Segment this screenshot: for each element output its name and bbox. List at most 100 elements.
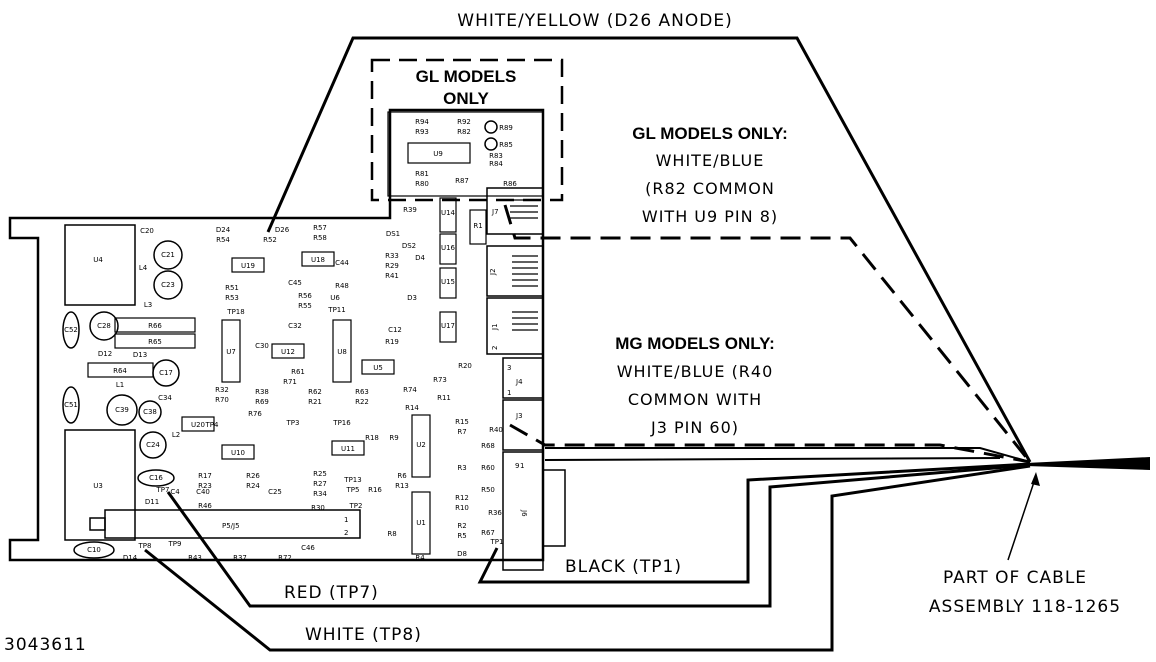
mg-note-line1: WHITE/BLUE (R40: [617, 362, 774, 381]
component-label-r25: R25: [313, 470, 327, 478]
component-label-r29: R29: [385, 262, 399, 270]
component-label-r63: R63: [355, 388, 369, 396]
component-label-r73: R73: [433, 376, 447, 384]
trimpot-r89: [484, 120, 498, 134]
component-label-tp3: TP3: [286, 419, 300, 427]
component-label-u18: U18: [311, 256, 325, 264]
component-label-r62: R62: [308, 388, 322, 396]
component-label-r43: R43: [188, 554, 202, 562]
component-label-r51: R51: [225, 284, 239, 292]
chip-u4: [64, 224, 136, 306]
component-label-tp13: TP13: [343, 476, 361, 484]
wire-white-yellow: [266, 36, 1032, 463]
component-label-r46: R46: [198, 502, 212, 510]
component-label-d24: D24: [216, 226, 231, 234]
component-label-r14: R14: [405, 404, 419, 412]
component-label-c40: C40: [196, 488, 210, 496]
component-label-r11: R11: [437, 394, 451, 402]
component-label-r23: R23: [198, 482, 212, 490]
component-label-r83: R83: [489, 152, 503, 160]
j4-label: J4: [515, 378, 523, 386]
component-label-r7: R7: [457, 428, 466, 436]
component-label-tp9: TP9: [168, 540, 182, 548]
wire-mg-white-blue: [509, 423, 1031, 464]
j4-pin3-label: 3: [507, 364, 511, 372]
j3-label: J3: [515, 412, 523, 420]
j1-label: J1: [491, 323, 499, 331]
component-label-c17: C17: [159, 369, 173, 377]
chip-u16: [439, 233, 457, 265]
component-label-l4: L4: [139, 264, 148, 272]
component-label-u7: U7: [226, 348, 236, 356]
wire-white-tp8: [144, 464, 1031, 652]
chip-u14: [439, 197, 457, 233]
chip-u8: [332, 319, 352, 383]
component-label-r15: R15: [455, 418, 469, 426]
wire-label-black: BLACK (TP1): [565, 557, 682, 577]
chip-u10: [221, 444, 255, 460]
component-label-r52: R52: [263, 236, 277, 244]
resistor-r1: [469, 209, 487, 245]
component-label-d14: D14: [123, 554, 138, 562]
component-label-tp1: TP1: [490, 538, 504, 546]
component-label-c44: C44: [335, 259, 349, 267]
mg-note-line2: COMMON WITH: [628, 390, 762, 409]
component-label-r26: R26: [246, 472, 260, 480]
component-label-c45: C45: [288, 279, 302, 287]
component-label-r40: R40: [489, 426, 503, 434]
cable-bundle: [1026, 457, 1150, 470]
component-label-r3: R3: [457, 464, 466, 472]
component-label-c10: C10: [87, 546, 101, 554]
trimpot-r85: [484, 137, 498, 151]
component-label-r48: R48: [335, 282, 349, 290]
component-label-ds2: DS2: [402, 242, 416, 250]
chip-u20: [181, 416, 215, 432]
capacitor-c17: [152, 359, 180, 387]
component-label-r4: R4: [415, 554, 425, 562]
component-label-c30: C30: [255, 342, 269, 350]
component-label-r93: R93: [415, 128, 429, 136]
component-label-r22: R22: [355, 398, 369, 406]
wire-red-tp7: [166, 463, 1031, 608]
component-label-r16: R16: [368, 486, 382, 494]
wire-black-tp1: [477, 462, 1031, 584]
gl-box-label-line2: ONLY: [443, 89, 489, 108]
component-label-r65: R65: [148, 338, 162, 346]
component-label-r76: R76: [248, 410, 262, 418]
component-label-ds1: DS1: [386, 230, 400, 238]
component-label-r50: R50: [481, 486, 495, 494]
component-label-r71: R71: [283, 378, 297, 386]
connector-j2-pins: [512, 255, 538, 287]
component-label-r39: R39: [403, 206, 417, 214]
connector-j3: [502, 399, 544, 451]
component-label-tp5: TP5: [346, 486, 360, 494]
connector-j1: [486, 297, 544, 355]
component-label-c32: C32: [288, 322, 302, 330]
component-label-r8: R8: [387, 530, 396, 538]
component-label-r86: R86: [503, 180, 517, 188]
component-label-r72: R72: [278, 554, 292, 562]
component-label-c4: C4: [170, 488, 180, 496]
mg-note-line3: J3 PIN 60): [650, 418, 739, 437]
component-label-r5: R5: [457, 532, 466, 540]
capacitor-c16: [137, 469, 175, 487]
chip-u15: [439, 267, 457, 299]
component-label-tp4: TP4: [205, 421, 219, 429]
component-label-r24: R24: [246, 482, 260, 490]
wire-bundle-lines: [544, 447, 1031, 463]
component-label-r55: R55: [298, 302, 312, 310]
j6-pin9-label: 9: [515, 462, 519, 470]
component-label-d3: D3: [407, 294, 417, 302]
component-label-u11: U11: [341, 445, 355, 453]
component-label-r38: R38: [255, 388, 269, 396]
chip-u9: [407, 142, 471, 164]
component-label-r34: R34: [313, 490, 327, 498]
component-label-d12: D12: [98, 350, 112, 358]
component-label-c12: C12: [388, 326, 402, 334]
j7-label: J7: [491, 208, 499, 216]
component-label-r84: R84: [489, 160, 503, 168]
component-label-r37: R37: [233, 554, 247, 562]
component-label-c16: C16: [149, 474, 163, 482]
component-label-r19: R19: [385, 338, 399, 346]
